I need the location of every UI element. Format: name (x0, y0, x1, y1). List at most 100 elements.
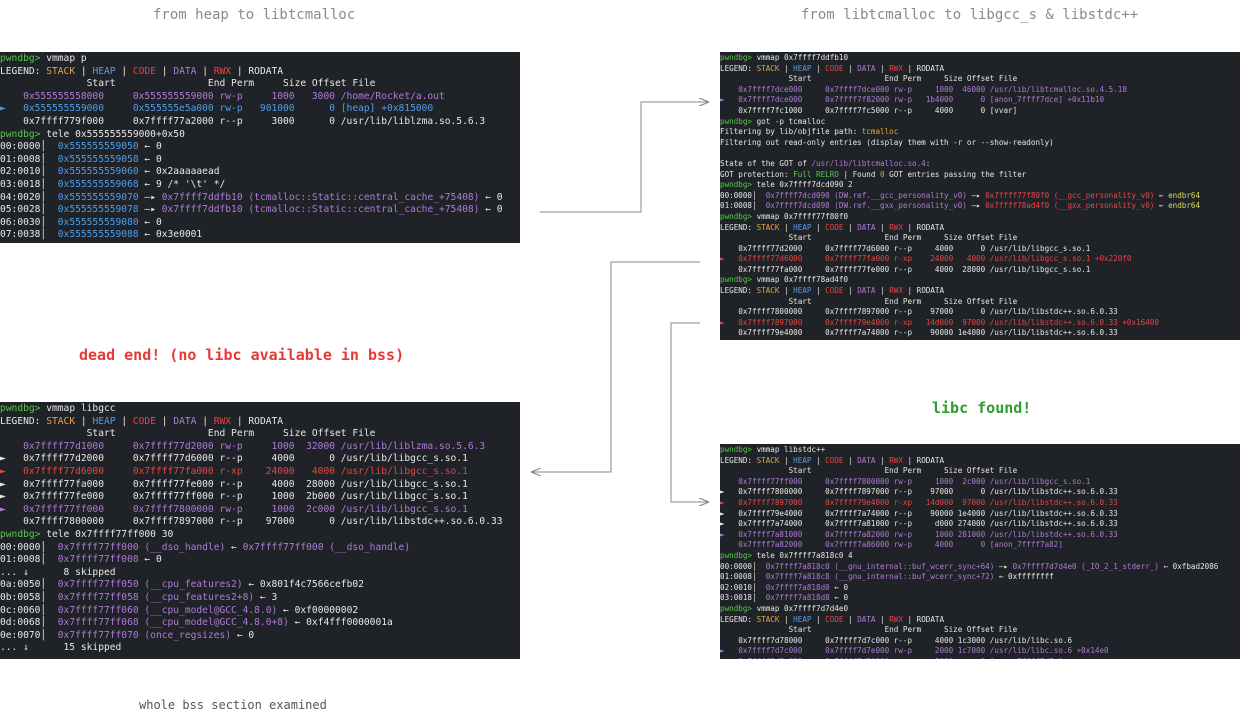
terminal-segment: LEGEND: (720, 455, 757, 465)
terminal-segment: pwndbg> (720, 116, 757, 126)
terminal-segment: pwndbg> (0, 528, 47, 540)
terminal-segment: | RODATA (902, 222, 945, 232)
terminal-segment: ← 0x801f4c7566cefb02 (242, 579, 364, 591)
terminal-segment: Start End Perm Size Offset File (720, 296, 1018, 306)
terminal-segment: STACK (756, 614, 780, 624)
terminal-line: ► 0x7ffff79e4000 0x7ffff7a74000 r--p 900… (720, 509, 1240, 520)
terminal-segment: 0x555555559070 (57, 191, 139, 203)
terminal-line: 06:0030│ 0x555555559080 ← 0 (0, 217, 520, 230)
terminal-segment: LEGEND: (720, 614, 757, 624)
terminal-segment: vmmap libstdc++ (756, 445, 826, 454)
terminal-line: LEGEND: STACK | HEAP | CODE | DATA | RWX… (0, 66, 520, 79)
terminal-segment: ← (1154, 190, 1169, 200)
terminal-segment: vmmap 0x7ffff7ddfb10 (756, 53, 849, 62)
terminal-line: LEGEND: STACK | HEAP | CODE | DATA | RWX… (720, 615, 1240, 626)
terminal-segment: 0x555555559088 (57, 229, 139, 241)
terminal-segment: DATA (857, 455, 876, 465)
terminal-segment: 0x7ffff7d7d4e0 (_IO_2_1_stderr_) (1012, 561, 1159, 571)
terminal-segment: ← 0 (479, 191, 503, 203)
terminal-segment: 0x7ffff77d2000 0x7ffff77d6000 r--p 4000 … (720, 243, 1091, 253)
terminal-segment: | (779, 614, 794, 624)
terminal-line: ► 0x7ffff7897000 0x7ffff79e4000 r-xp 14d… (720, 318, 1240, 329)
terminal-line: 01:0008│ 0x7ffff7dcd098 (DW.ref.__gxx_pe… (720, 201, 1240, 212)
terminal-line: Filtering by lib/objfile path: tcmalloc (720, 127, 1240, 138)
terminal-segment: STACK (756, 222, 780, 232)
terminal-line: 02:0010│ 0x7ffff7a818d0 ← 0 (720, 583, 1240, 594)
terminal-segment: 0x7ffff77ff050 (__cpu_features2) (57, 579, 243, 591)
terminal-line: pwndbg> tele 0x555555559000+0x50 (0, 129, 520, 142)
terminal-segment: HEAP (92, 65, 116, 77)
terminal-segment: | (875, 63, 890, 73)
terminal-segment: | (843, 455, 858, 465)
terminal-segment: | (75, 65, 93, 77)
terminal-line: 04:0020│ 0x555555559070 —▸ 0x7ffff7ddfb1… (0, 192, 520, 205)
terminal-segment: HEAP (793, 222, 812, 232)
terminal-line: 0x7ffff779f000 0x7ffff77a2000 r--p 3000 … (0, 116, 520, 129)
terminal-line: 02:0010│ 0x555555559060 ← 0x2aaaaaead (0, 166, 520, 179)
terminal-segment: | (196, 65, 214, 77)
terminal-segment: 0x7ffff7d78000 0x7ffff7d7c000 r--p 4000 … (720, 635, 1073, 645)
terminal-line: 0d:0068│ 0x7ffff77ff068 (__cpu_model@GCC… (0, 617, 520, 630)
terminal-segment: vmmap 0x7ffff78ad4f0 (756, 275, 849, 285)
terminal-segment: pwndbg> (720, 53, 757, 62)
terminal-segment: HEAP (793, 614, 812, 624)
terminal-segment: RWX (889, 455, 903, 465)
terminal-segment: ► 0x7ffff77fe000 0x7ffff77ff000 r--p 100… (0, 491, 468, 503)
terminal-segment: ← 0 (138, 554, 162, 566)
terminal-segment: 02:0010│ (0, 166, 58, 178)
terminal-segment: 0x555555559058 (57, 153, 139, 165)
terminal-line: ► 0x7ffff7a74000 0x7ffff7a81000 r--p d00… (720, 519, 1240, 530)
terminal-segment: ← 0 (829, 582, 849, 592)
terminal-segment: STACK (756, 455, 780, 465)
terminal-segment: —▸ (138, 191, 162, 203)
terminal-segment: | (779, 286, 794, 296)
terminal-segment: 05:0028│ (0, 204, 58, 216)
terminal-segment: DATA (173, 415, 197, 427)
terminal-segment: —▸ (994, 561, 1013, 571)
terminal-segment: —▸ (138, 204, 162, 216)
terminal-segment: Start End Perm Size Offset File (720, 233, 1018, 243)
terminal-line: 0x7ffff7800000 0x7ffff7897000 r--p 97000… (720, 307, 1240, 318)
terminal-line: 0x7ffff7d7e000 0x7ffff7d86000 rw-p 8000 … (720, 657, 1240, 659)
terminal-segment: 0x555555559080 (57, 216, 139, 228)
terminal-line: pwndbg> tele 0x7ffff7a818c0 4 (720, 551, 1240, 562)
terminal-segment: 0b:0058│ (0, 591, 58, 603)
caption-libc-found: libc found! (932, 399, 1032, 417)
terminal-segment: Full RELRO (793, 169, 839, 179)
terminal-segment: CODE (825, 63, 844, 73)
terminal-segment: 00:0000│ (0, 541, 58, 553)
terminal-segment: ► 0x7ffff7897000 0x7ffff79e4000 r-xp 14d… (720, 497, 1118, 507)
terminal-segment: Start End Perm Size Offset File (0, 78, 376, 90)
terminal-segment: | (779, 222, 794, 232)
terminal-line: LEGEND: STACK | HEAP | CODE | DATA | RWX… (720, 64, 1240, 75)
terminal-segment: tele 0x7ffff7a818c0 4 (756, 550, 853, 560)
terminal-line: 0x7ffff7dce000 0x7ffff7dce000 rw-p 1000 … (720, 85, 1240, 96)
terminal-segment: STACK (46, 415, 76, 427)
terminal-segment: 01:0008│ (0, 554, 58, 566)
terminal-line: pwndbg> vmmap p (0, 53, 520, 66)
terminal-segment: CODE (825, 614, 844, 624)
terminal-segment: CODE (132, 415, 156, 427)
terminal-segment: 01:0008│ (720, 201, 766, 211)
terminal-segment: Filtering out read-only entries (display… (720, 137, 1054, 147)
terminal-line: ► 0x7ffff7897000 0x7ffff79e4000 r-xp 14d… (720, 498, 1240, 509)
terminal-segment: | (779, 63, 794, 73)
terminal-segment: ► 0x7ffff77ff000 0x7ffff7800000 rw-p 100… (0, 503, 468, 515)
terminal-segment: 0x7ffff77fa000 0x7ffff77fe000 r--p 4000 … (720, 264, 1091, 274)
terminal-segment: 0x7ffff7a818c0 (__gnu_internal::buf_wcer… (765, 561, 995, 571)
terminal-segment: 0x7ffff79e4000 0x7ffff7a74000 r--p 90000… (720, 328, 1118, 338)
terminal-segment: ← 9 /* '\t' */ (138, 178, 226, 190)
terminal-line: 0x7ffff77ff000 0x7ffff7800000 rw-p 1000 … (720, 477, 1240, 488)
arrow-heap-to-tcmalloc (540, 102, 708, 213)
terminal-line: ► 0x7ffff77d6000 0x7ffff77fa000 r-xp 240… (0, 466, 520, 479)
terminal-segment: 0x7ffff77ff008 (57, 554, 139, 566)
terminal-line: 0a:0050│ 0x7ffff77ff050 (__cpu_features2… (0, 579, 520, 592)
terminal-line: 0x555555558000 0x555555559000 rw-p 1000 … (0, 91, 520, 104)
terminal-segment: 0x555555558000 0x555555559000 rw-p 1000 … (0, 90, 445, 102)
terminal-segment: 0x7ffff7d7e000 0x7ffff7d86000 rw-p 8000 … (720, 657, 1063, 659)
terminal-segment: ← 0xf00000002 (277, 604, 359, 616)
terminal-segment: ← 0 (479, 204, 503, 216)
terminal-segment: 0x7ffff77ff000 (__dso_handle) (242, 541, 411, 553)
terminal-segment: DATA (857, 286, 876, 296)
terminal-segment: 0x7ffff7a818d8 (765, 593, 830, 603)
